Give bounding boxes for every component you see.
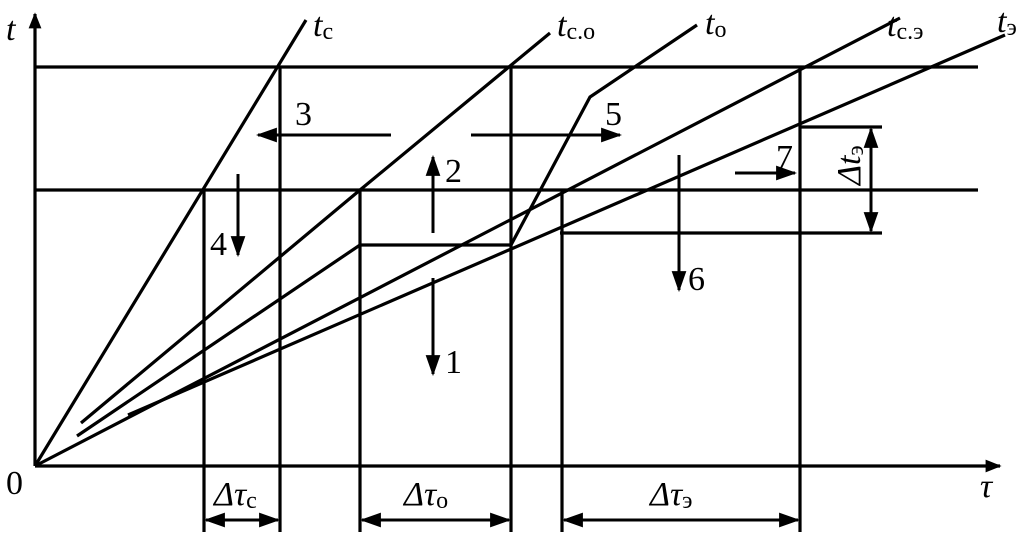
label-delta-t-e: Δtэ: [831, 145, 869, 187]
curve-to: [76, 23, 698, 438]
label-te: tэ: [997, 3, 1017, 41]
label-delta-tau-o: Δτо: [402, 476, 448, 514]
label-tco: tс.о: [557, 7, 595, 45]
label-delta-tau-e: Δτэ: [648, 476, 692, 514]
marker-5: 5: [605, 96, 622, 133]
label-delta-tau-c: Δτс: [212, 476, 257, 514]
label-tce: tс.э: [887, 7, 923, 45]
marker-7: 7: [776, 139, 793, 176]
curve-te: [127, 33, 1006, 417]
marker-2: 2: [445, 153, 462, 190]
curve-tco: [79, 31, 552, 425]
label-to: tо: [705, 5, 726, 43]
y-axis-label: t: [6, 11, 17, 48]
marker-3: 3: [295, 96, 312, 133]
marker-6: 6: [688, 261, 705, 298]
origin-label: 0: [6, 465, 23, 502]
marker-4: 4: [210, 226, 227, 263]
curve-tc: [33, 19, 308, 467]
label-tc: tс: [313, 7, 333, 45]
x-axis-label: τ: [980, 468, 994, 505]
marker-1: 1: [445, 344, 462, 381]
